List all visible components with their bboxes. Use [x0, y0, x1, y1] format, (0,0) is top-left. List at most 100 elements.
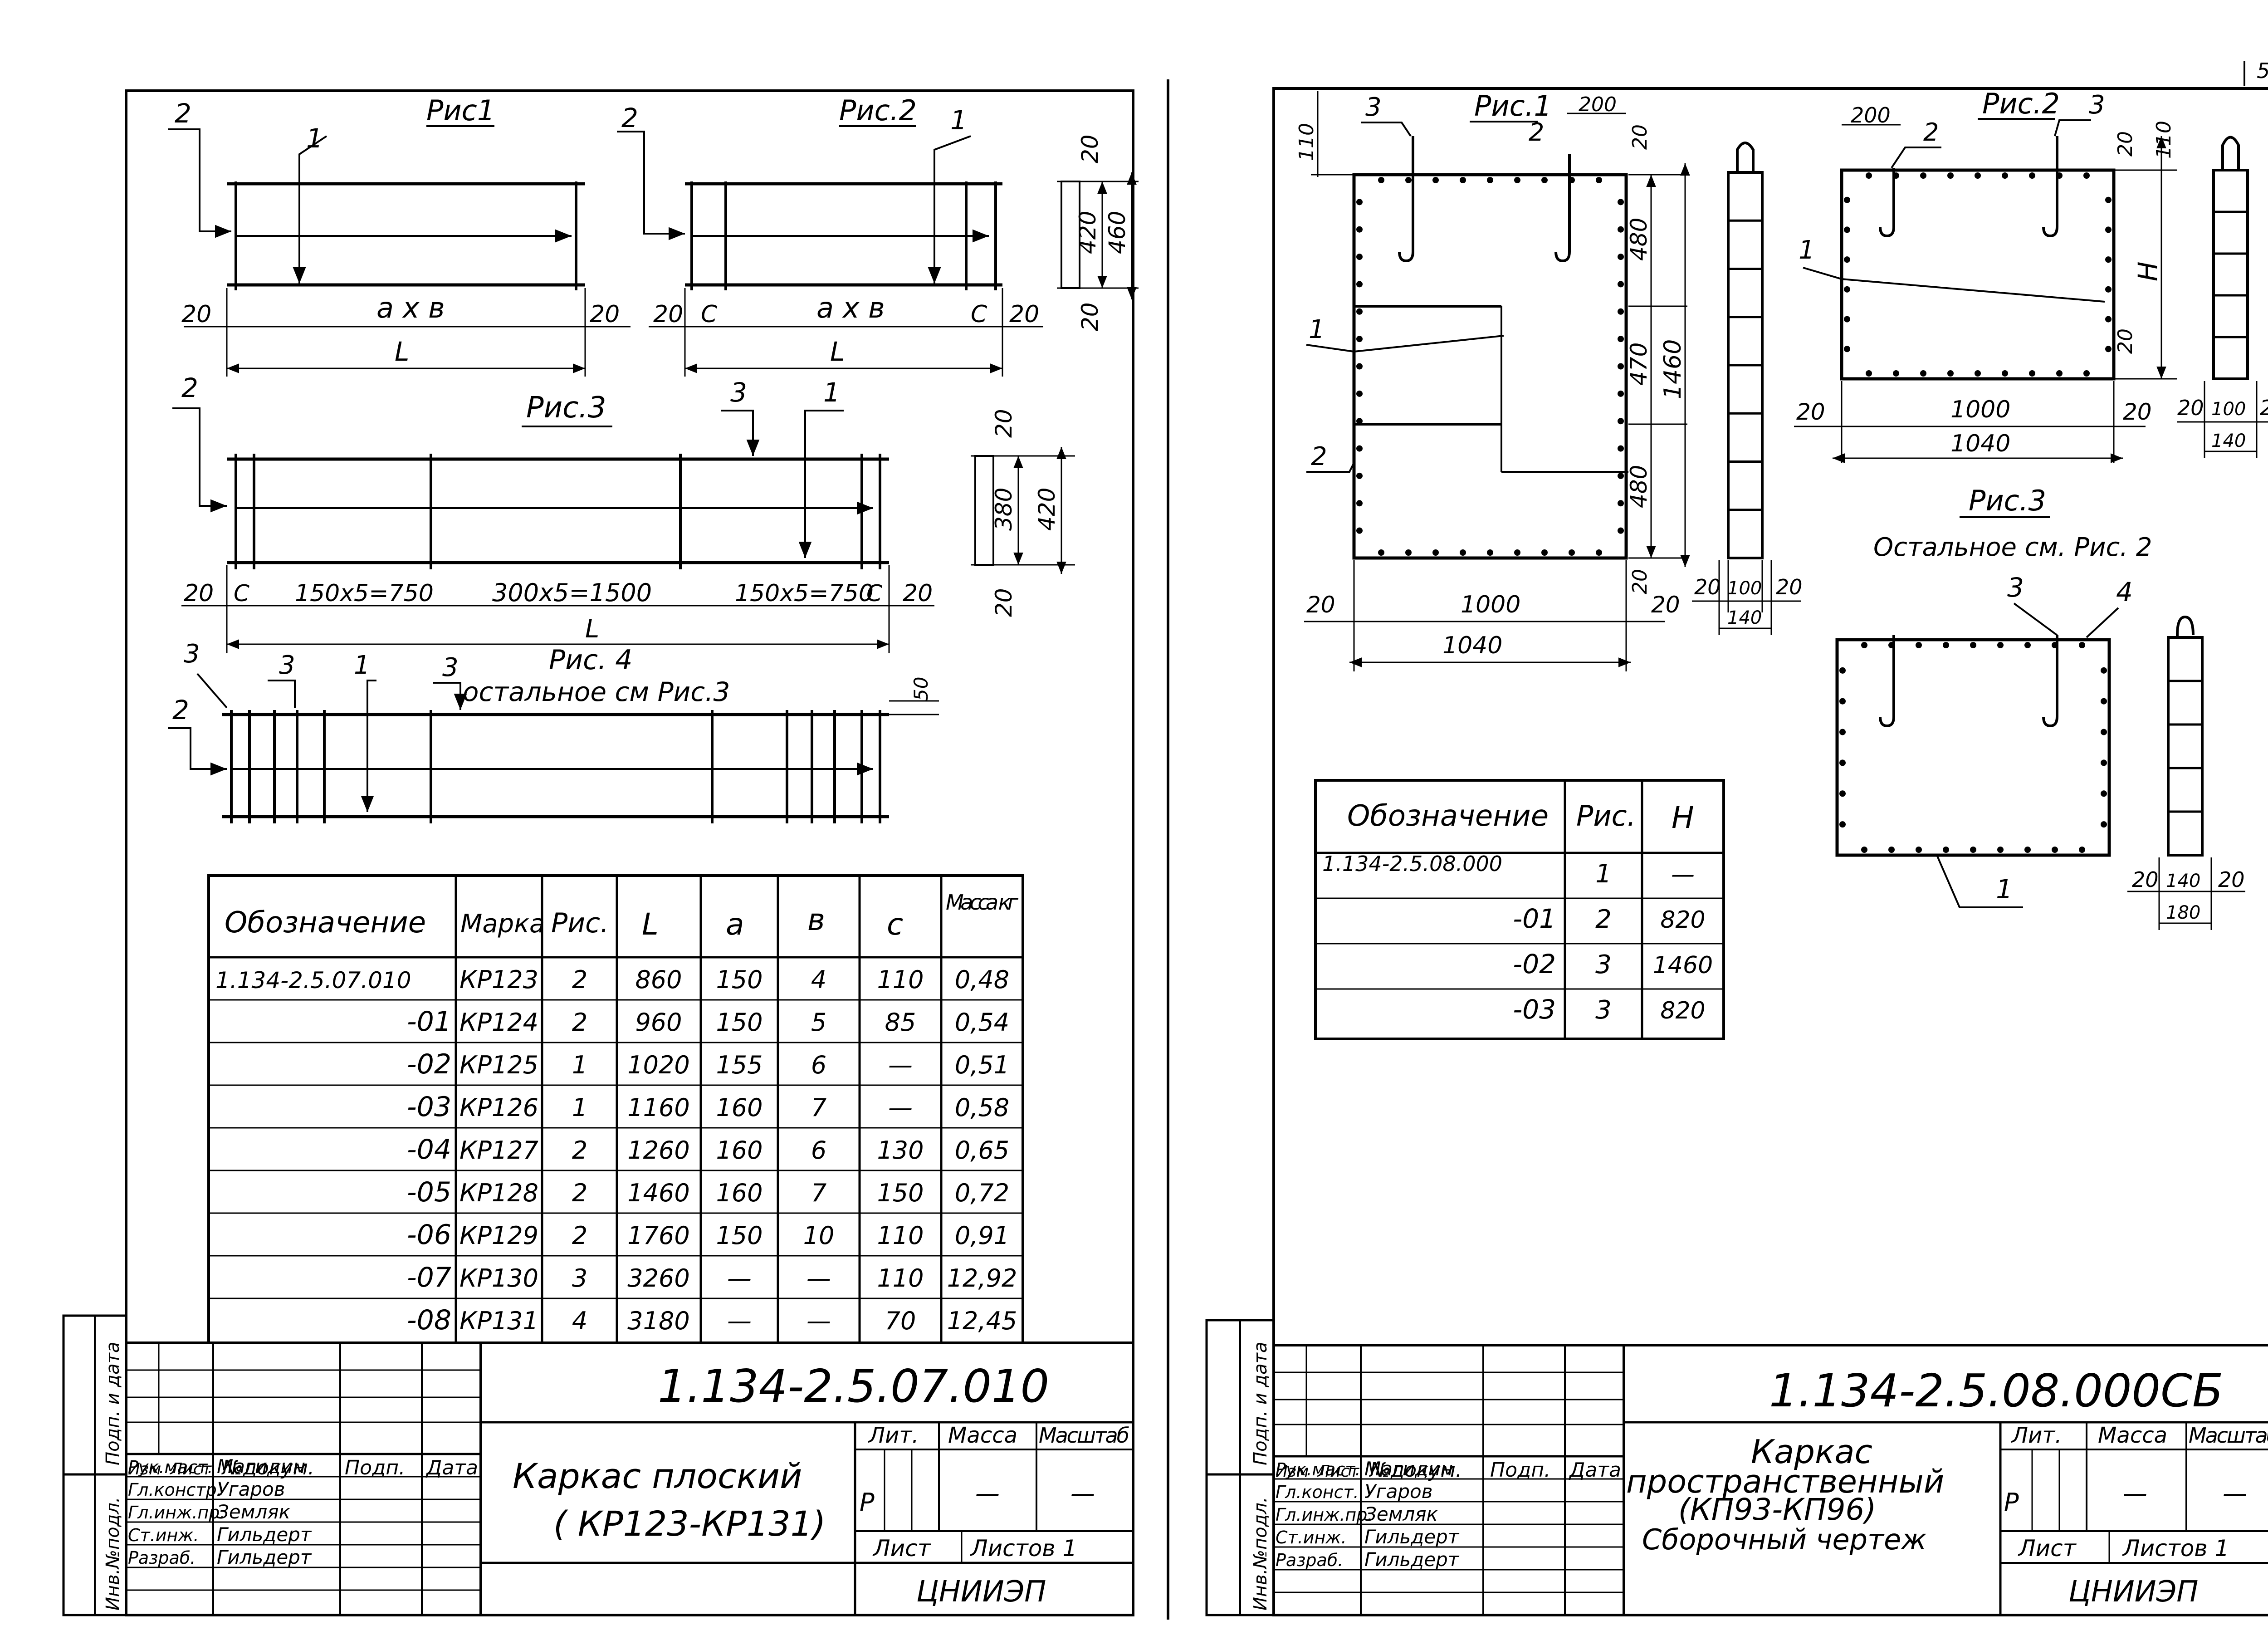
left-tb-mass-label: Масса	[948, 1423, 1017, 1448]
left-cell: 2	[572, 1136, 587, 1165]
left-cell: 2	[572, 1221, 587, 1250]
left-fig1-callout-2: 2	[175, 98, 191, 129]
right-tb-lit-label: Лит.	[2011, 1423, 2062, 1448]
left-fig3-dim-420: 420	[1034, 488, 1060, 531]
left-spec-table: Обозначение Марка Рис. L a в с Масса кг …	[207, 874, 1024, 1344]
left-cell: 0,54	[955, 1008, 1009, 1037]
right_sheet-tb-name: Гильдерт	[1364, 1526, 1460, 1548]
right-fig2-dim-20-bot: 20	[2114, 328, 2137, 354]
left-fig3-callout-1: 1	[823, 377, 840, 408]
left-cell: КР130	[459, 1264, 538, 1292]
left-cell: 4	[572, 1307, 587, 1335]
left-tb-org: ЦНИИЭП	[916, 1575, 1046, 1609]
right-cell: 2	[1595, 905, 1612, 934]
left-fig3-dim-seg1: 150x5=750	[295, 580, 434, 607]
left-cell: 150	[716, 1008, 763, 1037]
left-cell: КР131	[459, 1307, 538, 1335]
left-cell: -02	[407, 1048, 451, 1080]
right-fig1-label: Рис.1	[1474, 89, 1552, 122]
right-cell: 3	[1595, 995, 1612, 1025]
left-tb-sheet: Лист	[872, 1535, 932, 1562]
left-fig3-dim-20b: 20	[903, 580, 933, 607]
left-cell: —	[727, 1264, 752, 1292]
left-fig2-callout-2: 2	[621, 103, 638, 133]
left-cell: 6	[811, 1136, 826, 1165]
left-fig2-label: Рис.2	[839, 94, 917, 127]
left-cell: -03	[407, 1091, 451, 1123]
left-cell: 110	[877, 1221, 924, 1250]
right-fig2-dim-1000: 1000	[1950, 396, 2010, 423]
left-fig4-callout-1: 1	[354, 651, 370, 680]
left-cell: —	[888, 1051, 913, 1079]
left-cell: 6	[811, 1051, 826, 1079]
right-tb-sheets: Листов 1	[2122, 1535, 2229, 1562]
right_sheet-tb-role: Ст.инж.	[1276, 1528, 1347, 1547]
left-tb-sheets: Листов 1	[970, 1535, 1077, 1562]
left-cell: 155	[716, 1051, 763, 1079]
right-fig3-note: Остальное см. Рис. 2	[1873, 533, 2152, 562]
left-fig2-callout-1: 1	[950, 105, 967, 136]
right-cell: -02	[1513, 949, 1556, 979]
left-fig2-dim-20b: 20	[1009, 301, 1039, 328]
right-fig1-callout-2: 2	[1529, 118, 1544, 147]
left-fig3-dim-380: 380	[991, 488, 1017, 531]
right-ladder2-dim-20b: 20	[2260, 396, 2268, 420]
right-side-stamp-1: Подп. и дата	[1250, 1342, 1271, 1465]
left-cell: 110	[877, 965, 924, 994]
left-tb-lit-label: Лит.	[868, 1423, 919, 1448]
right-side-stamp-2: Инв.№подл.	[1250, 1497, 1271, 1611]
right-fig2-dim-H: H	[2132, 261, 2163, 281]
left-dim-460: 460	[1104, 211, 1130, 254]
right-cell: 1	[1595, 859, 1612, 889]
right_sheet-tb-name: Гильдерт	[1364, 1548, 1460, 1571]
left-fig4-callout-3c: 3	[442, 653, 459, 682]
right_sheet-tb-role: Рук.маст.	[1276, 1459, 1361, 1479]
left-side-stamp-1: Подп. и дата	[103, 1342, 123, 1465]
left-fig3-label: Рис.3	[526, 391, 606, 425]
left-tb-name2: ( КР123-КР131)	[553, 1503, 826, 1544]
left-cell: 4	[811, 965, 826, 994]
right-tb-lit-value: Р	[2004, 1488, 2019, 1517]
left-fig3-dim-20-top: 20	[991, 409, 1017, 438]
left-fig4-dim-50: 50	[910, 677, 932, 701]
left-tb-col-doc: №докум.	[221, 1456, 314, 1479]
right-cell: 3	[1595, 950, 1612, 979]
right-fig2-label: Рис.2	[1982, 87, 2060, 120]
left-cell: 85	[885, 1008, 916, 1037]
left-cell: -04	[407, 1134, 451, 1165]
left-tb-col-sign: Подп.	[345, 1456, 405, 1479]
left-tb-code: 1.134-2.5.07.010	[658, 1360, 1049, 1413]
left-cell: 1020	[627, 1051, 689, 1079]
left-fig4-callout-3a: 3	[184, 639, 200, 669]
left-tb-scale-dash: —	[1070, 1479, 1095, 1508]
left-fig2-dim-20a: 20	[653, 301, 683, 328]
left-fig1-dim-20a: 20	[181, 301, 211, 328]
right-fig2-dim-20-top: 20	[2114, 131, 2137, 157]
right-fig1-dim-20c: 20	[1306, 592, 1335, 618]
right-ladder1-dim-20b: 20	[1776, 575, 1803, 599]
left_sheet-tb-name: Гильдерт	[217, 1523, 312, 1546]
left-cell: 0,58	[955, 1093, 1009, 1122]
right-title-block: 1.134-2.5.08.000СБ Каркас пространственн…	[1272, 1344, 2268, 1616]
right-fig1-dim-1040: 1040	[1442, 632, 1502, 659]
right-fig3-label: Рис.3	[1969, 484, 2046, 517]
left-cell: —	[888, 1093, 913, 1122]
left-cell: 960	[635, 1008, 682, 1037]
left-dim-420: 420	[1075, 211, 1101, 254]
left-fig4-note: остальное см Рис.3	[463, 676, 730, 707]
left-fig4-callout-2: 2	[172, 695, 189, 725]
right_sheet-tb-name: Угаров	[1364, 1480, 1433, 1503]
left-cell: 150	[716, 965, 763, 994]
left-tb-mass-dash: —	[975, 1479, 1000, 1508]
right-fig2-dim-20a: 20	[1796, 399, 1825, 425]
left-fig2-dim-c1: C	[701, 301, 718, 328]
left-tb-scale-label: Масштаб	[1039, 1423, 1129, 1448]
left-cell: КР129	[459, 1221, 538, 1250]
right-fig2-dim-110: 110	[2152, 121, 2175, 159]
right-sheet: Подп. и дата Инв.№подл. Рис.1 3 2 1 2 11…	[1205, 87, 2268, 1616]
left-cell: -06	[407, 1219, 451, 1251]
left-cell: КР126	[459, 1093, 538, 1122]
right-tb-org: ЦНИИЭП	[2068, 1575, 2198, 1609]
left-th-designation: Обозначение	[225, 906, 426, 940]
left_sheet-tb-role: Разраб.	[128, 1548, 196, 1568]
